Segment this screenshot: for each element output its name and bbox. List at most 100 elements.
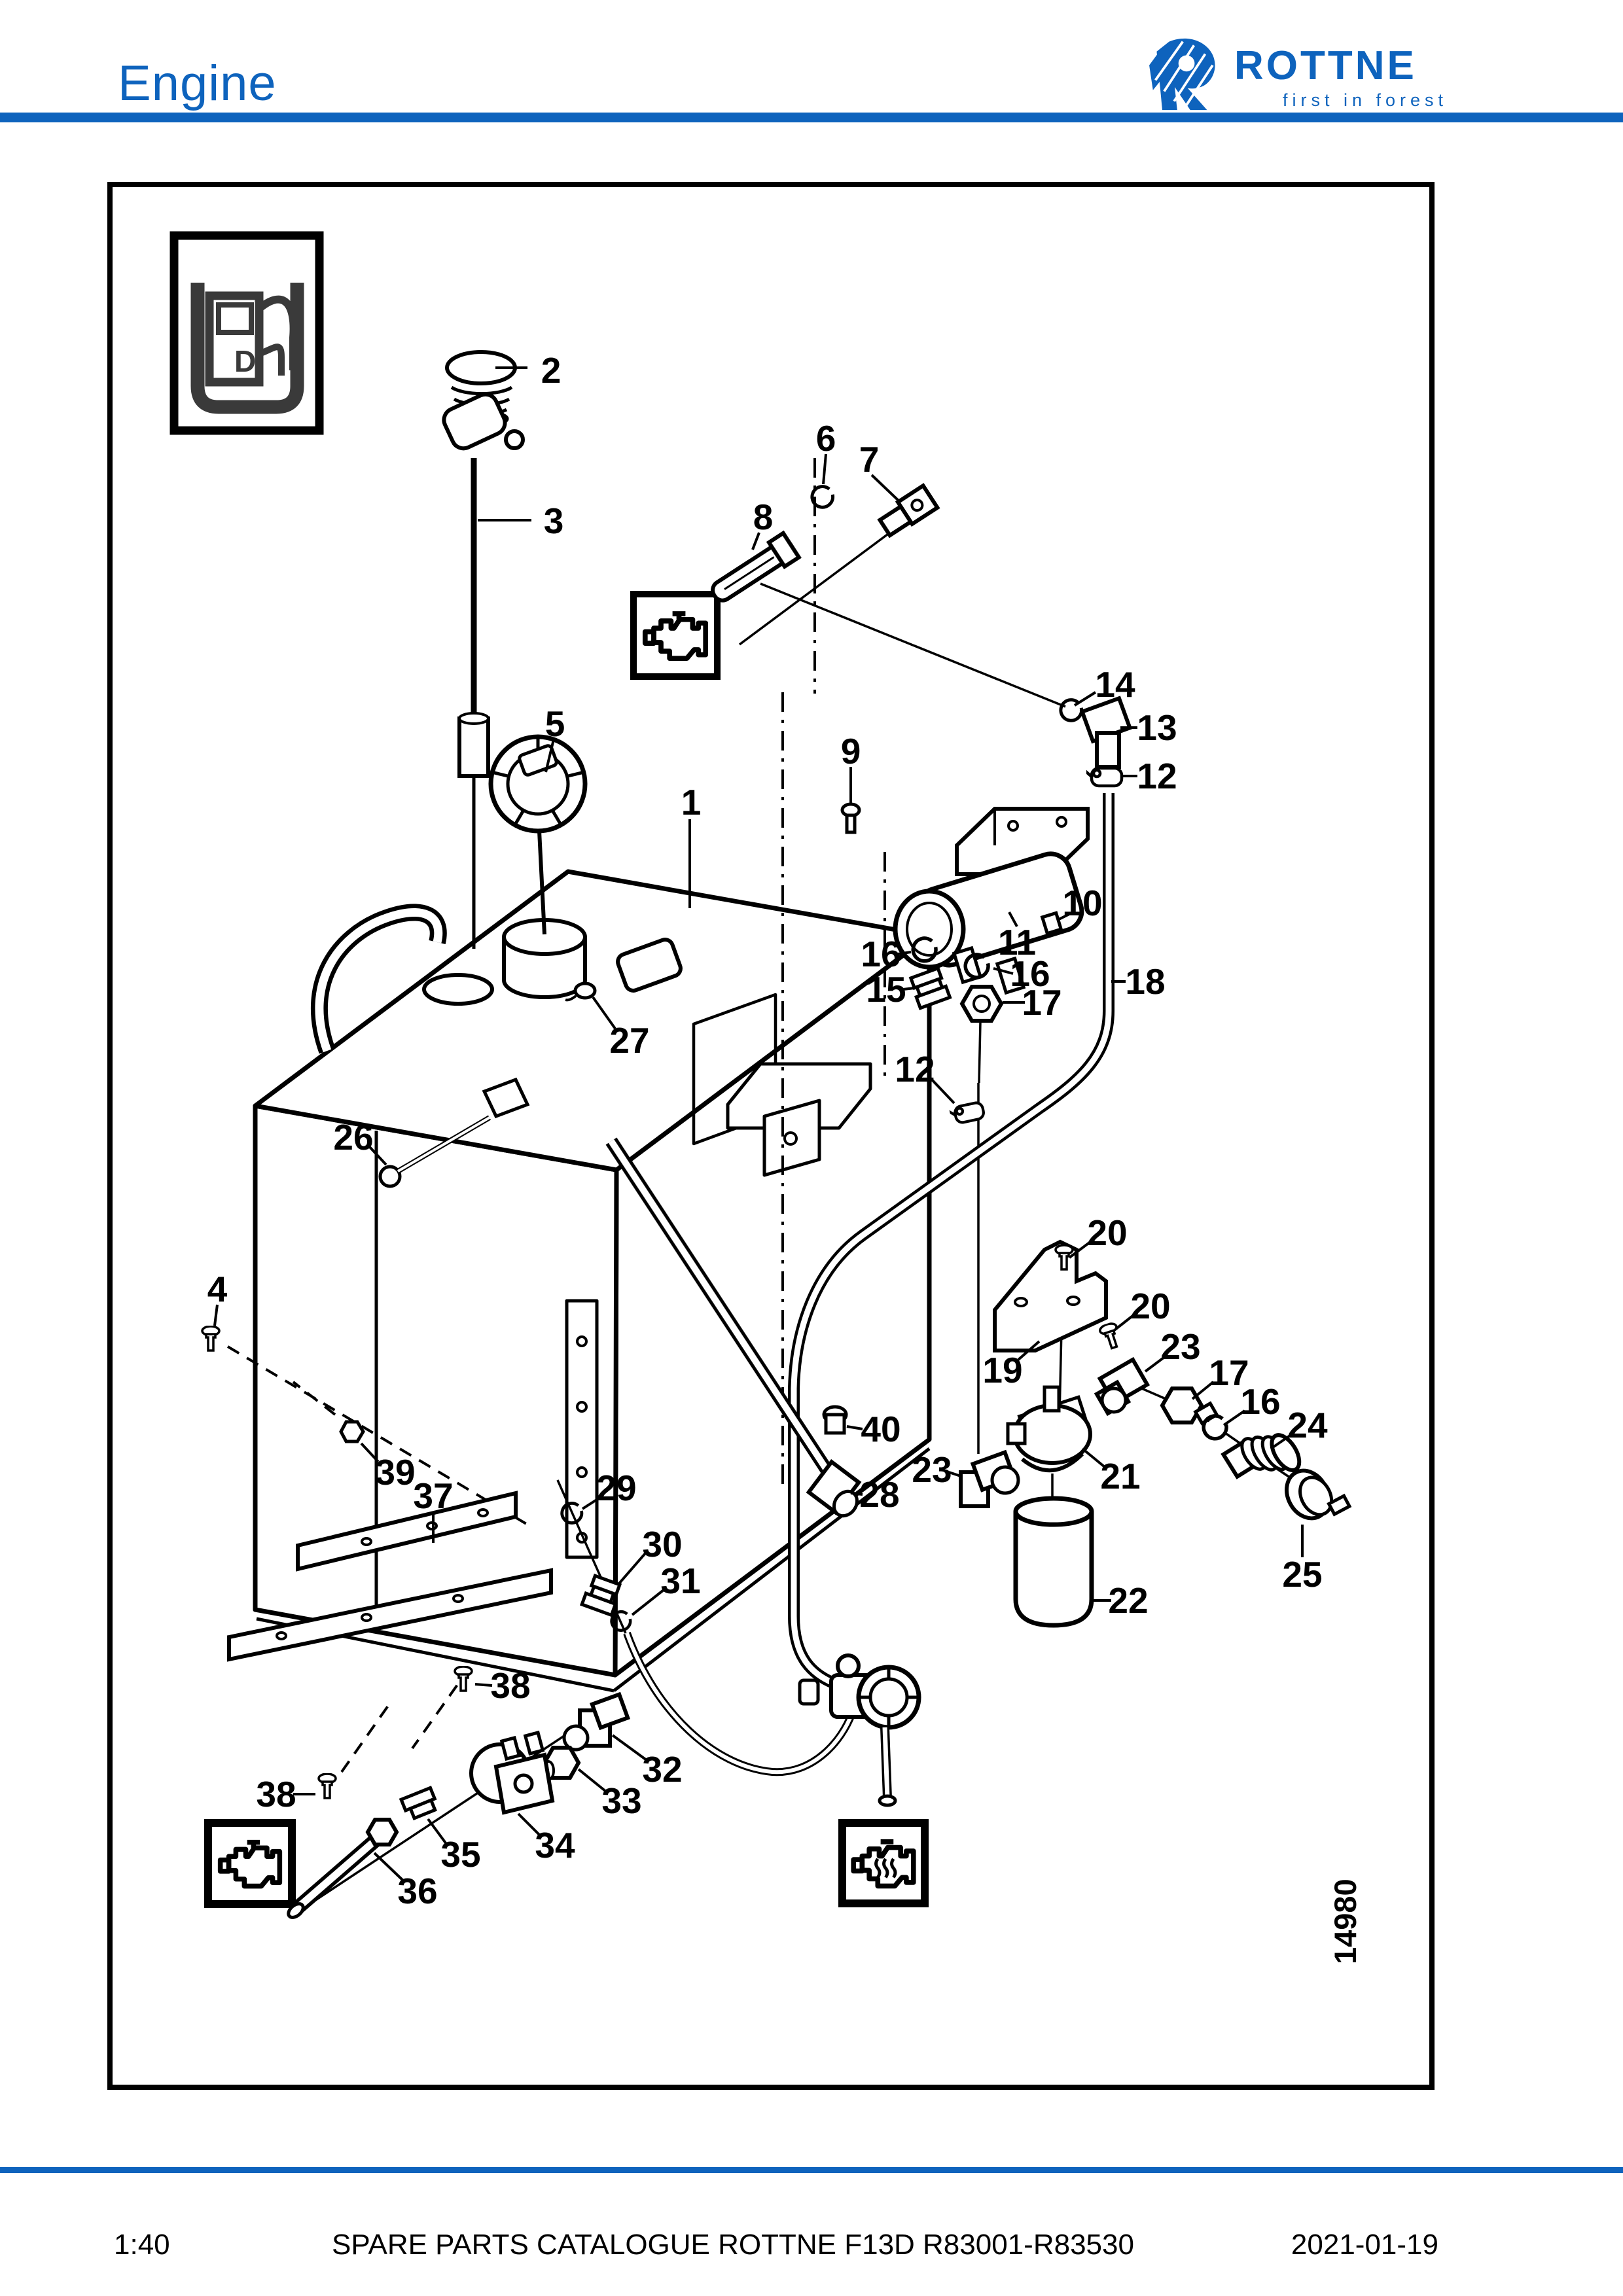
leader-line-8-6 [751, 532, 760, 550]
callout-12-17: 12 [895, 1049, 935, 1089]
heater-valve [798, 1653, 921, 1807]
callout-16-14: 16 [1010, 953, 1050, 994]
leader-line-40-34 [846, 1425, 863, 1430]
leader-line-19-22 [1017, 1340, 1041, 1361]
engine-icon [630, 591, 721, 680]
leader-line-23-32 [948, 1471, 961, 1477]
nut-39 [339, 1420, 365, 1443]
fuel-type-label: D [234, 344, 256, 378]
leader-line-21-30 [1081, 1447, 1106, 1468]
header-divider [0, 113, 1623, 122]
leader-line-34-40 [517, 1812, 541, 1836]
callout-16-13: 16 [861, 934, 901, 974]
callout-29-35: 29 [596, 1468, 636, 1508]
bolt-26 [378, 1165, 402, 1188]
callout-25-29: 25 [1282, 1554, 1322, 1595]
callout-1-3: 1 [681, 782, 702, 822]
leader-line-7-5 [870, 474, 901, 503]
leader-line-38-44 [474, 1683, 493, 1687]
callout-18-18: 18 [1125, 961, 1165, 1002]
hoses-and-pipes [605, 793, 1115, 1776]
callout-5-2: 5 [545, 703, 565, 744]
callout-20-24: 20 [1130, 1286, 1170, 1326]
pump-assembly [893, 696, 1133, 1125]
callout-37-43: 37 [413, 1475, 453, 1516]
filter-assembly [959, 1239, 1352, 1628]
leader-line-20-24 [1114, 1314, 1135, 1331]
footer-divider [0, 2167, 1623, 2173]
fuel-cock-assembly [287, 1691, 631, 1919]
callout-4-21: 4 [207, 1269, 228, 1309]
leader-line-33-39 [577, 1768, 607, 1793]
leader-line-14-8 [1073, 691, 1097, 707]
callout-23-32: 23 [912, 1449, 952, 1490]
dipstick-cap [442, 392, 507, 451]
callout-35-41: 35 [440, 1834, 480, 1875]
leader-line-24-28 [1270, 1433, 1293, 1450]
callout-21-30: 21 [1100, 1456, 1140, 1496]
callout-13-9: 13 [1137, 707, 1177, 748]
rottne-logo-mark [1149, 38, 1215, 111]
callout-28-33: 28 [859, 1474, 899, 1515]
callout-16-27: 16 [1240, 1381, 1280, 1422]
leader-line-11-12 [1008, 911, 1018, 927]
callout-12-10: 12 [1137, 756, 1177, 796]
brand-logo: ROTTNE first in forest [1145, 34, 1512, 114]
callout-15-15: 15 [866, 969, 906, 1010]
fitting-17b [1160, 1386, 1204, 1424]
callout-11-12: 11 [998, 922, 1036, 963]
pin-27 [573, 981, 597, 1000]
callout-38-45: 38 [256, 1774, 296, 1814]
callout-23-25: 23 [1160, 1326, 1200, 1367]
callout-10-11: 10 [1062, 883, 1102, 923]
callout-8-6: 8 [753, 497, 774, 537]
leader-line-5-2 [544, 739, 555, 773]
brand-tagline: first in forest [1283, 90, 1448, 110]
bracket-19 [993, 1239, 1108, 1352]
leader-line-30-36 [618, 1552, 647, 1585]
leader-line-26-19 [368, 1145, 387, 1166]
callout-19-22: 19 [982, 1350, 1022, 1390]
leader-line-28-33 [850, 1492, 863, 1496]
leader-line-39-46 [360, 1442, 380, 1463]
leader-line-10-11 [1057, 911, 1074, 921]
diesel-fuel-pump-icon: D [169, 231, 324, 435]
plug-10 [1040, 911, 1063, 936]
callout-22-31: 22 [1108, 1580, 1148, 1621]
dipstick-hole [422, 973, 494, 1006]
brand-name: ROTTNE [1234, 43, 1417, 88]
leader-line-32-38 [611, 1734, 648, 1761]
callout-34-40: 34 [535, 1825, 575, 1865]
base-strip [227, 1568, 553, 1662]
callout-38-44: 38 [490, 1665, 530, 1706]
vent-fittings [711, 483, 940, 834]
callout-17-16: 17 [1022, 982, 1061, 1023]
leader-line-31-37 [631, 1589, 665, 1616]
callout-9-7: 9 [841, 731, 861, 771]
callout-17-26: 17 [1209, 1352, 1249, 1393]
mounting-parts [201, 981, 597, 1799]
leader-line-16-27 [1222, 1409, 1246, 1426]
leader-line-17-26 [1191, 1381, 1215, 1400]
pipe-bracket [726, 1062, 872, 1130]
drain-parts [562, 1405, 862, 1631]
callout-2-0: 2 [541, 350, 562, 391]
leader-line-12-17 [929, 1077, 955, 1104]
footer-scale: 1:40 [114, 2229, 170, 2261]
page-title: Engine [118, 56, 277, 111]
callout-31-37: 31 [660, 1561, 700, 1601]
callout-20-23: 20 [1087, 1212, 1127, 1253]
callout-27-20: 27 [609, 1020, 649, 1061]
callout-14-8: 14 [1095, 664, 1135, 705]
construction-lines [226, 458, 1296, 1907]
callout-40-34: 40 [861, 1409, 901, 1449]
leader-line-35-41 [427, 1818, 448, 1845]
leader-line-27-20 [592, 996, 616, 1030]
footer-catalogue: SPARE PARTS CATALOGUE ROTTNE F13D R83001… [332, 2229, 1134, 2261]
caps-and-dipstick [442, 350, 588, 949]
callout-30-36: 30 [642, 1524, 682, 1564]
engine-heater-icon [838, 1819, 929, 1907]
leader-line-4-21 [213, 1304, 219, 1326]
